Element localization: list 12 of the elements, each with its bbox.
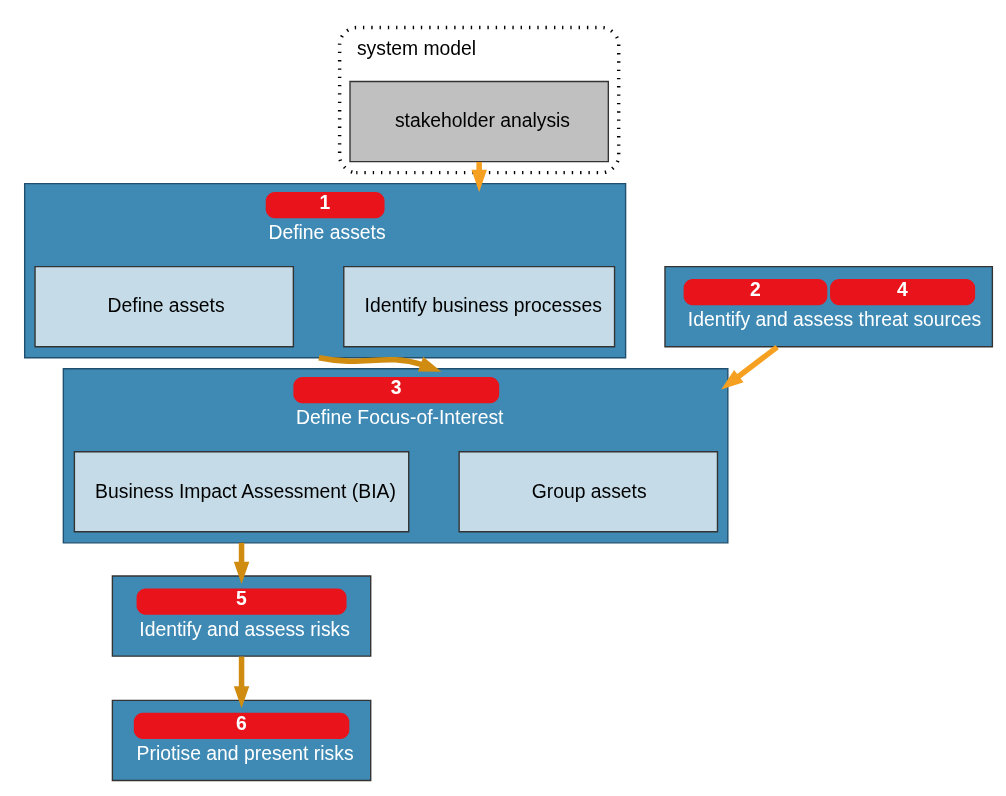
node-box: Define assets	[34, 265, 295, 347]
arrow	[318, 354, 442, 372]
arrow	[233, 542, 250, 584]
node-box: 5 Identify and assess risks	[111, 574, 372, 657]
node-box: stakeholder analysis	[349, 80, 610, 162]
arrow	[721, 344, 779, 390]
node-box: Group assets	[458, 450, 719, 532]
arrow	[233, 656, 250, 708]
node-box: 6 Priotise and present risks	[111, 699, 372, 781]
node-box: 2 4 Identify and assess threat sources	[664, 265, 994, 347]
node-box: Identify business processes	[343, 265, 616, 347]
node-box: Business Impact Assessment (BIA)	[73, 450, 410, 532]
